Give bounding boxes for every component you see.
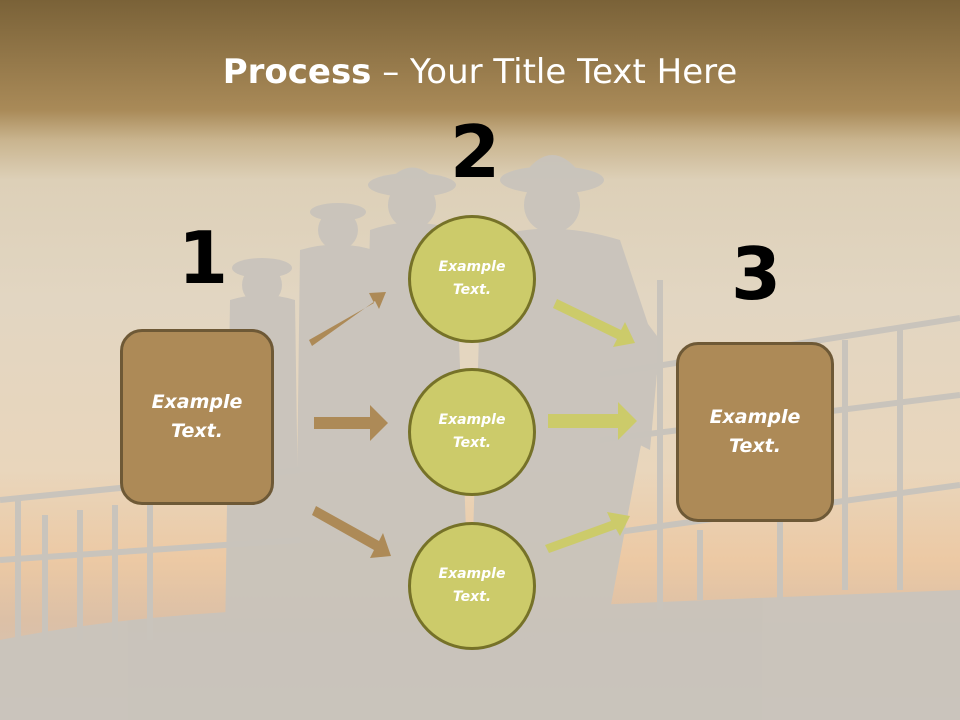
step-2-circle-middle[interactable]: Example Text. <box>408 368 536 496</box>
arrow-left-up <box>309 292 386 346</box>
title-bold: Process <box>222 52 372 92</box>
step-number-2: 2 <box>450 110 501 194</box>
arrow-right-mid <box>548 402 637 440</box>
title-rest: – Your Title Text Here <box>371 52 738 92</box>
step-number-3: 3 <box>731 232 782 316</box>
step-1-box[interactable]: Example Text. <box>120 329 274 505</box>
slide-title: Process – Your Title Text Here <box>0 52 960 92</box>
step-1-box-text: Example Text. <box>151 391 243 442</box>
arrow-left-down <box>312 506 391 558</box>
circle-middle-text: Example Text. <box>438 412 506 451</box>
step-3-box-text: Example Text. <box>709 406 801 457</box>
circle-bottom-text: Example Text. <box>438 566 506 605</box>
arrow-right-down <box>545 512 630 553</box>
arrow-right-up <box>553 299 635 347</box>
arrow-left-mid <box>314 405 388 441</box>
step-number-1: 1 <box>178 216 229 300</box>
step-2-circle-top[interactable]: Example Text. <box>408 215 536 343</box>
step-2-circle-bottom[interactable]: Example Text. <box>408 522 536 650</box>
step-3-box[interactable]: Example Text. <box>676 342 834 522</box>
circle-top-text: Example Text. <box>438 259 506 298</box>
